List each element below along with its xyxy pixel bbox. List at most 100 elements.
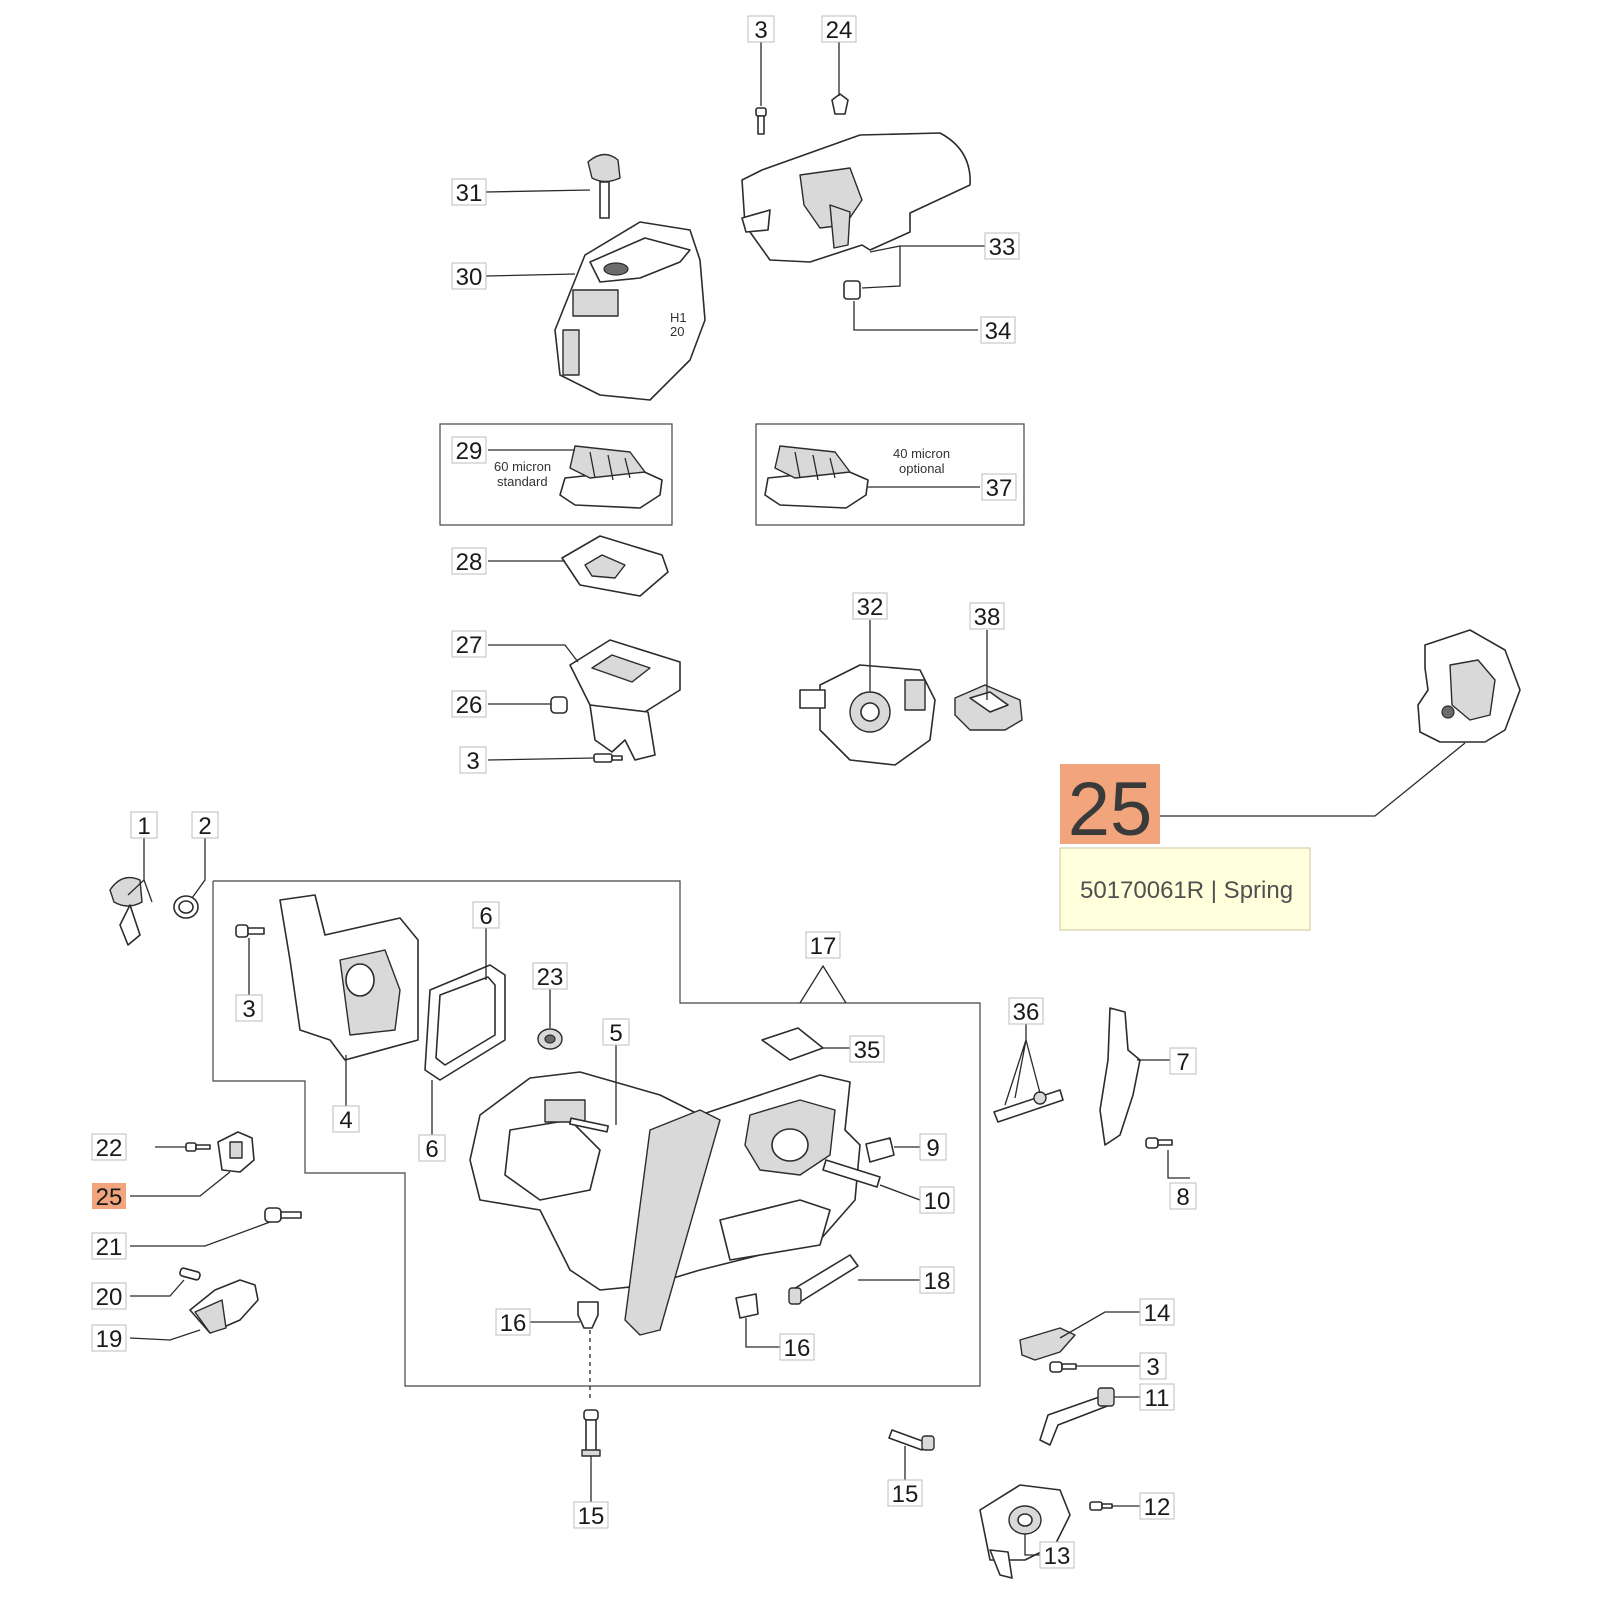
decal-icon[interactable]	[761, 1027, 824, 1061]
carburetor-icon[interactable]	[799, 664, 936, 766]
screw-icon[interactable]	[1089, 1501, 1113, 1511]
svg-text:35: 35	[854, 1037, 881, 1064]
o-ring-icon[interactable]	[173, 895, 199, 919]
choke-knob-icon[interactable]	[109, 876, 143, 946]
spring-cover-large-icon[interactable]	[1417, 629, 1521, 743]
adjuster-icon[interactable]	[993, 1089, 1064, 1123]
callout-11[interactable]: 11	[1139, 1383, 1175, 1412]
callout-14[interactable]: 14	[1139, 1298, 1175, 1327]
filter-cover-icon[interactable]: H1 20	[554, 221, 706, 401]
manifold-icon[interactable]	[279, 894, 419, 1061]
callout-1[interactable]: 1	[130, 811, 158, 840]
filter-base-icon[interactable]	[569, 639, 681, 761]
callout-15[interactable]: 15	[887, 1479, 923, 1508]
screw-icon[interactable]	[755, 107, 767, 135]
callout-25-highlight[interactable]: 25	[92, 1183, 126, 1211]
grommet-icon[interactable]	[537, 1028, 563, 1050]
callout-6[interactable]: 6	[418, 1134, 446, 1163]
callout-3[interactable]: 3	[459, 746, 487, 775]
callout-16[interactable]: 16	[779, 1333, 815, 1362]
filter-60-panel	[439, 423, 673, 526]
callout-33[interactable]: 33	[984, 232, 1020, 261]
callout-2[interactable]: 2	[191, 811, 219, 840]
callout-16[interactable]: 16	[495, 1308, 531, 1337]
bracket-icon[interactable]	[1019, 1327, 1076, 1361]
callout-21[interactable]: 21	[91, 1232, 127, 1261]
callout-30[interactable]: 30	[451, 262, 487, 291]
callout-27[interactable]: 27	[451, 630, 487, 659]
svg-text:37: 37	[986, 475, 1013, 502]
filter-60-note-line1: 60 micron	[494, 459, 551, 474]
screw-icon[interactable]	[593, 753, 623, 763]
callout-10[interactable]: 10	[919, 1186, 955, 1215]
highlight-25-large[interactable]: 25	[1060, 764, 1160, 852]
callout-36[interactable]: 36	[1008, 997, 1044, 1026]
oil-pump-icon[interactable]	[979, 1484, 1071, 1579]
callout-24[interactable]: 24	[821, 15, 857, 44]
callout-19[interactable]: 19	[91, 1324, 127, 1353]
stud-icon[interactable]	[822, 1159, 881, 1188]
intake-boot-icon[interactable]	[954, 684, 1023, 731]
nipple-icon[interactable]	[550, 696, 568, 714]
screw-icon[interactable]	[264, 1207, 302, 1223]
callout-20[interactable]: 20	[91, 1282, 127, 1311]
callout-29[interactable]: 29	[451, 436, 487, 465]
screw-icon[interactable]	[888, 1429, 935, 1451]
callout-13[interactable]: 13	[1039, 1541, 1075, 1570]
svg-text:14: 14	[1144, 1300, 1171, 1327]
callout-5[interactable]: 5	[602, 1018, 630, 1047]
sleeve-icon[interactable]	[577, 1301, 599, 1329]
sleeve-icon[interactable]	[735, 1293, 759, 1319]
callout-34[interactable]: 34	[980, 316, 1016, 345]
svg-text:16: 16	[784, 1335, 811, 1362]
screw-icon[interactable]	[1049, 1361, 1077, 1373]
callout-28[interactable]: 28	[451, 547, 487, 576]
callout-17[interactable]: 17	[805, 931, 841, 960]
screw-icon[interactable]	[235, 924, 265, 938]
screw-icon[interactable]	[1145, 1137, 1173, 1149]
callout-22[interactable]: 22	[91, 1133, 127, 1162]
svg-text:30: 30	[456, 264, 483, 291]
callout-23[interactable]: 23	[532, 962, 568, 991]
callout-31[interactable]: 31	[451, 178, 487, 207]
spring-small-icon[interactable]	[217, 1131, 255, 1173]
screw-icon[interactable]	[581, 1409, 601, 1457]
clip-icon[interactable]	[831, 93, 849, 115]
throttle-spring-icon[interactable]	[189, 1279, 259, 1334]
callout-26[interactable]: 26	[451, 690, 487, 719]
svg-text:25: 25	[96, 1184, 123, 1211]
oil-hose-icon[interactable]	[1039, 1387, 1115, 1446]
screw-icon[interactable]	[185, 1142, 211, 1152]
callout-9[interactable]: 9	[919, 1133, 947, 1162]
callout-37[interactable]: 37	[981, 473, 1017, 502]
sleeve-icon[interactable]	[865, 1137, 895, 1163]
svg-text:3: 3	[754, 17, 767, 44]
gasket-icon[interactable]	[424, 964, 506, 1081]
bar-stud-icon[interactable]	[788, 1254, 859, 1305]
callout-3[interactable]: 3	[747, 15, 775, 44]
callout-3[interactable]: 3	[1139, 1352, 1167, 1381]
pin-icon[interactable]	[179, 1267, 201, 1281]
svg-text:11: 11	[1145, 1385, 1170, 1412]
callout-4[interactable]: 4	[332, 1105, 360, 1134]
air-filter-icon[interactable]	[764, 445, 869, 509]
crankcase-icon[interactable]	[469, 1071, 861, 1336]
callout-3[interactable]: 3	[235, 994, 263, 1023]
callout-7[interactable]: 7	[1169, 1047, 1197, 1076]
knob-icon[interactable]	[587, 153, 621, 219]
callout-18[interactable]: 18	[919, 1266, 955, 1295]
stud-icon[interactable]	[568, 1117, 610, 1133]
nut-icon[interactable]	[843, 280, 861, 300]
callout-15[interactable]: 15	[573, 1501, 609, 1530]
air-filter-icon[interactable]	[559, 445, 663, 509]
callout-6[interactable]: 6	[472, 901, 500, 930]
callout-8[interactable]: 8	[1169, 1182, 1197, 1211]
svg-text:6: 6	[425, 1136, 438, 1163]
callout-38[interactable]: 38	[969, 602, 1005, 631]
callout-32[interactable]: 32	[852, 592, 888, 621]
callout-12[interactable]: 12	[1139, 1492, 1175, 1521]
callout-35[interactable]: 35	[849, 1035, 885, 1064]
top-cover-icon[interactable]	[741, 132, 971, 263]
plate-icon[interactable]	[1099, 1007, 1141, 1146]
gasket-icon[interactable]	[561, 535, 669, 597]
